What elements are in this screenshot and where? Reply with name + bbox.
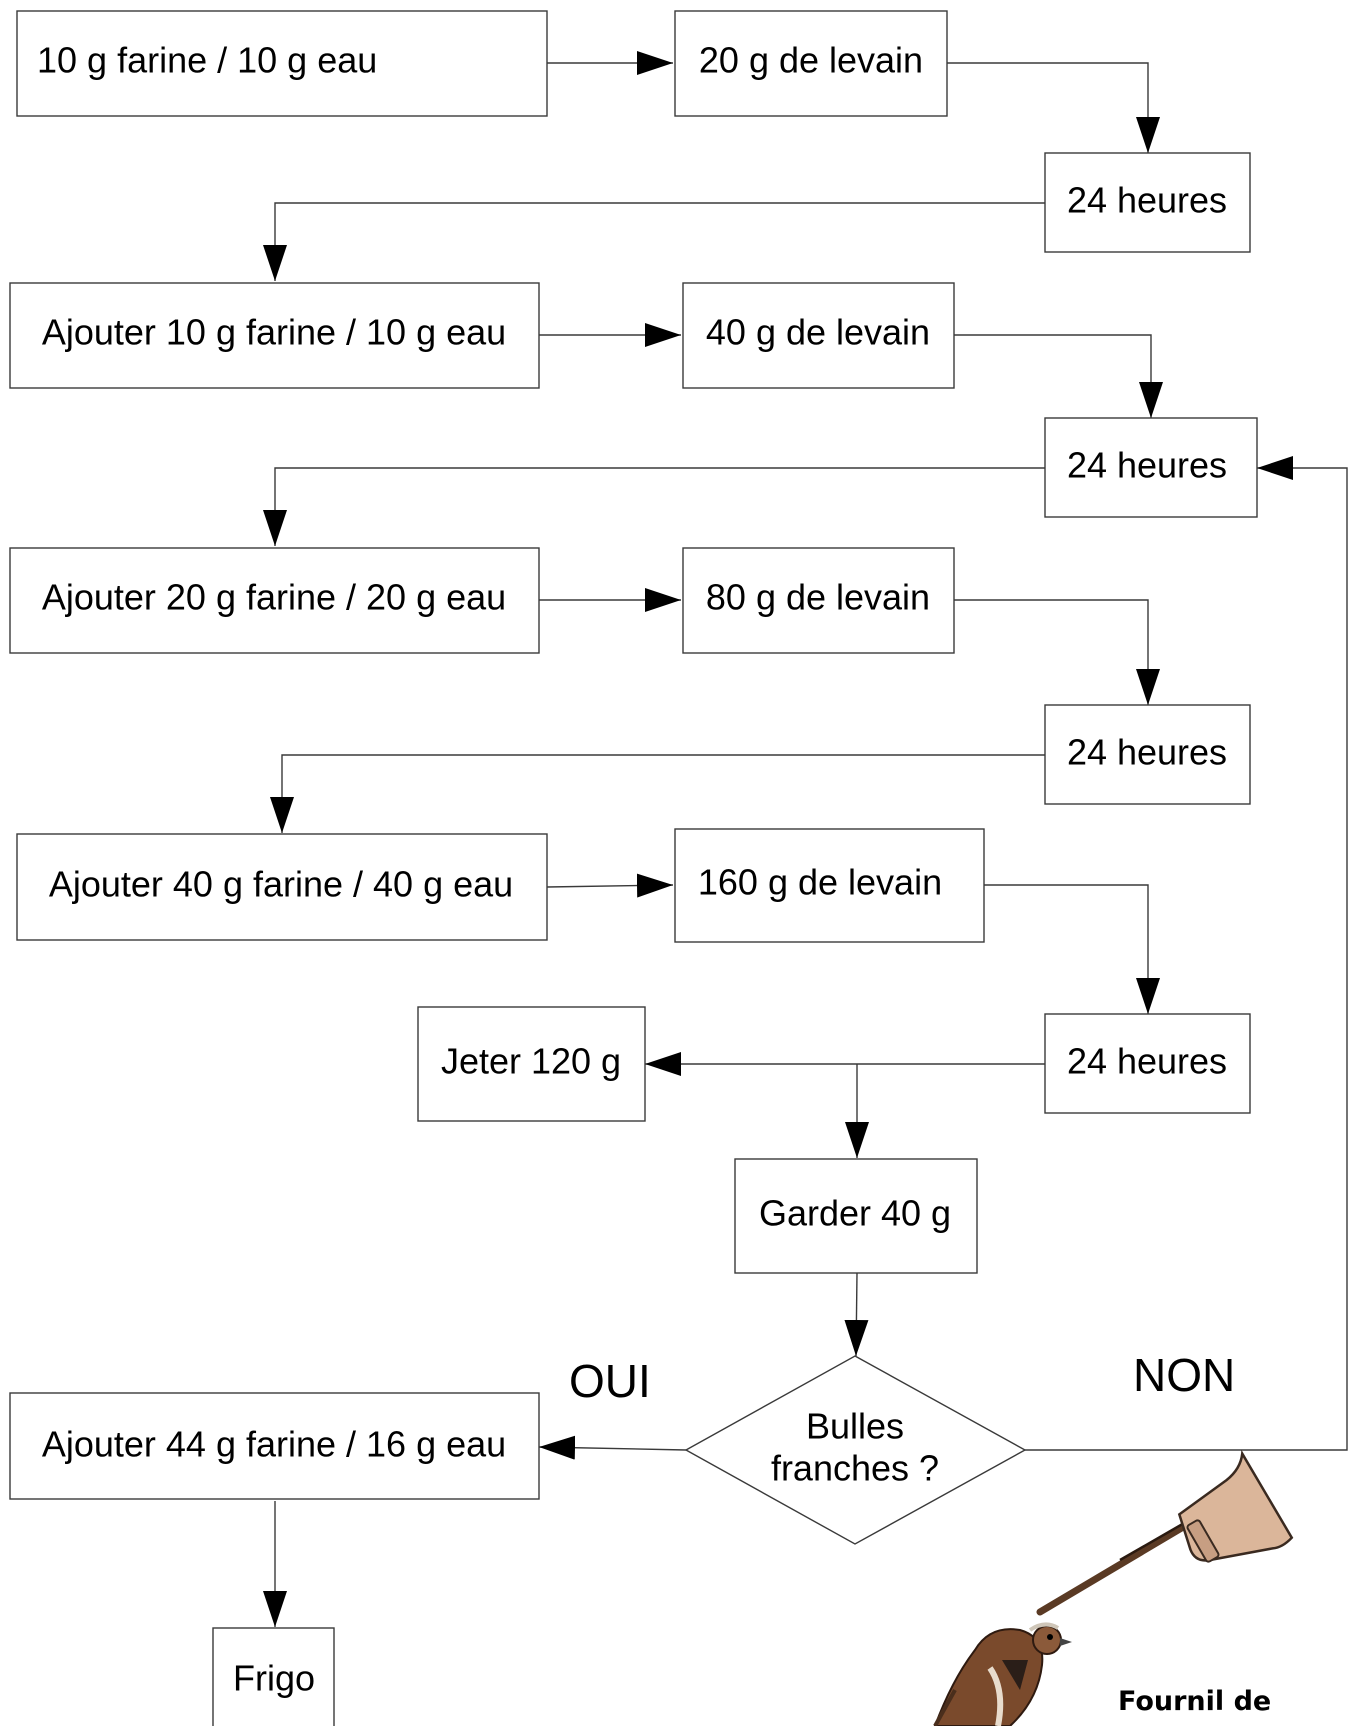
node-add-20-label: Ajouter 20 g farine / 20 g eau xyxy=(42,577,506,618)
node-levain-80: 80 g de levain xyxy=(682,547,955,654)
node-levain-160-label: 160 g de levain xyxy=(698,862,942,903)
arrow-levain80-to-wait3 xyxy=(954,599,1160,705)
node-levain-40-label: 40 g de levain xyxy=(706,312,930,353)
node-feed: Ajouter 44 g farine / 16 g eau xyxy=(9,1392,540,1500)
branch-label-no: NON xyxy=(1133,1349,1235,1401)
node-wait-1-label: 24 heures xyxy=(1067,180,1227,221)
arrow-levain40-to-wait2 xyxy=(954,334,1163,418)
node-start: 10 g farine / 10 g eau xyxy=(16,10,548,117)
node-wait-4-label: 24 heures xyxy=(1067,1041,1227,1082)
logo-text: Fournil de xyxy=(1118,1686,1271,1717)
connectors xyxy=(263,51,1348,1627)
node-add-10-label: Ajouter 10 g farine / 10 g eau xyxy=(42,312,506,353)
node-add-40: Ajouter 40 g farine / 40 g eau xyxy=(16,833,548,941)
node-add-10: Ajouter 10 g farine / 10 g eau xyxy=(9,282,540,389)
node-fridge-label: Frigo xyxy=(233,1658,315,1699)
node-wait-3-label: 24 heures xyxy=(1067,732,1227,773)
node-levain-20: 20 g de levain xyxy=(674,10,948,117)
node-wait-2-label: 24 heures xyxy=(1067,445,1227,486)
arrow-levain20-to-wait1 xyxy=(947,62,1160,153)
node-levain-160: 160 g de levain xyxy=(674,828,985,943)
arrow-add40-to-levain160 xyxy=(546,873,674,898)
arrow-wait2-to-add20 xyxy=(263,467,1045,546)
arrow-wait1-to-add10 xyxy=(263,202,1045,281)
arrow-levain160-to-wait4 xyxy=(984,884,1160,1014)
node-feed-label: Ajouter 44 g farine / 16 g eau xyxy=(42,1424,506,1465)
node-decision: Bulles franches ? xyxy=(684,1355,1027,1545)
branch-label-yes: OUI xyxy=(569,1355,651,1407)
node-decision-line1: Bulles xyxy=(806,1406,904,1447)
arrow-wait3-to-add40 xyxy=(270,754,1045,833)
node-wait-2: 24 heures xyxy=(1044,417,1258,518)
bread-peel-icon xyxy=(1036,1449,1294,1616)
node-start-label: 10 g farine / 10 g eau xyxy=(37,40,377,81)
node-wait-1: 24 heures xyxy=(1044,152,1251,253)
arrow-decision-yes-to-feed xyxy=(538,1435,687,1460)
node-wait-4: 24 heures xyxy=(1044,1013,1251,1114)
fournil-logo: Fournil de xyxy=(933,1449,1294,1726)
sparrow-icon xyxy=(933,1622,1072,1726)
node-levain-40: 40 g de levain xyxy=(682,282,955,389)
node-wait-3: 24 heures xyxy=(1044,704,1251,805)
node-levain-20-label: 20 g de levain xyxy=(699,40,923,81)
node-fridge: Frigo xyxy=(212,1627,335,1726)
node-discard-label: Jeter 120 g xyxy=(441,1041,621,1082)
node-keep: Garder 40 g xyxy=(734,1158,978,1274)
arrow-keep-to-decision xyxy=(844,1272,869,1357)
node-levain-80-label: 80 g de levain xyxy=(706,577,930,618)
node-add-20: Ajouter 20 g farine / 20 g eau xyxy=(9,547,540,654)
arrow-decision-no-to-wait2 xyxy=(1025,456,1348,1451)
node-discard: Jeter 120 g xyxy=(417,1006,646,1122)
node-add-40-label: Ajouter 40 g farine / 40 g eau xyxy=(49,864,513,905)
node-decision-line2: franches ? xyxy=(771,1448,939,1489)
node-keep-label: Garder 40 g xyxy=(759,1193,951,1234)
